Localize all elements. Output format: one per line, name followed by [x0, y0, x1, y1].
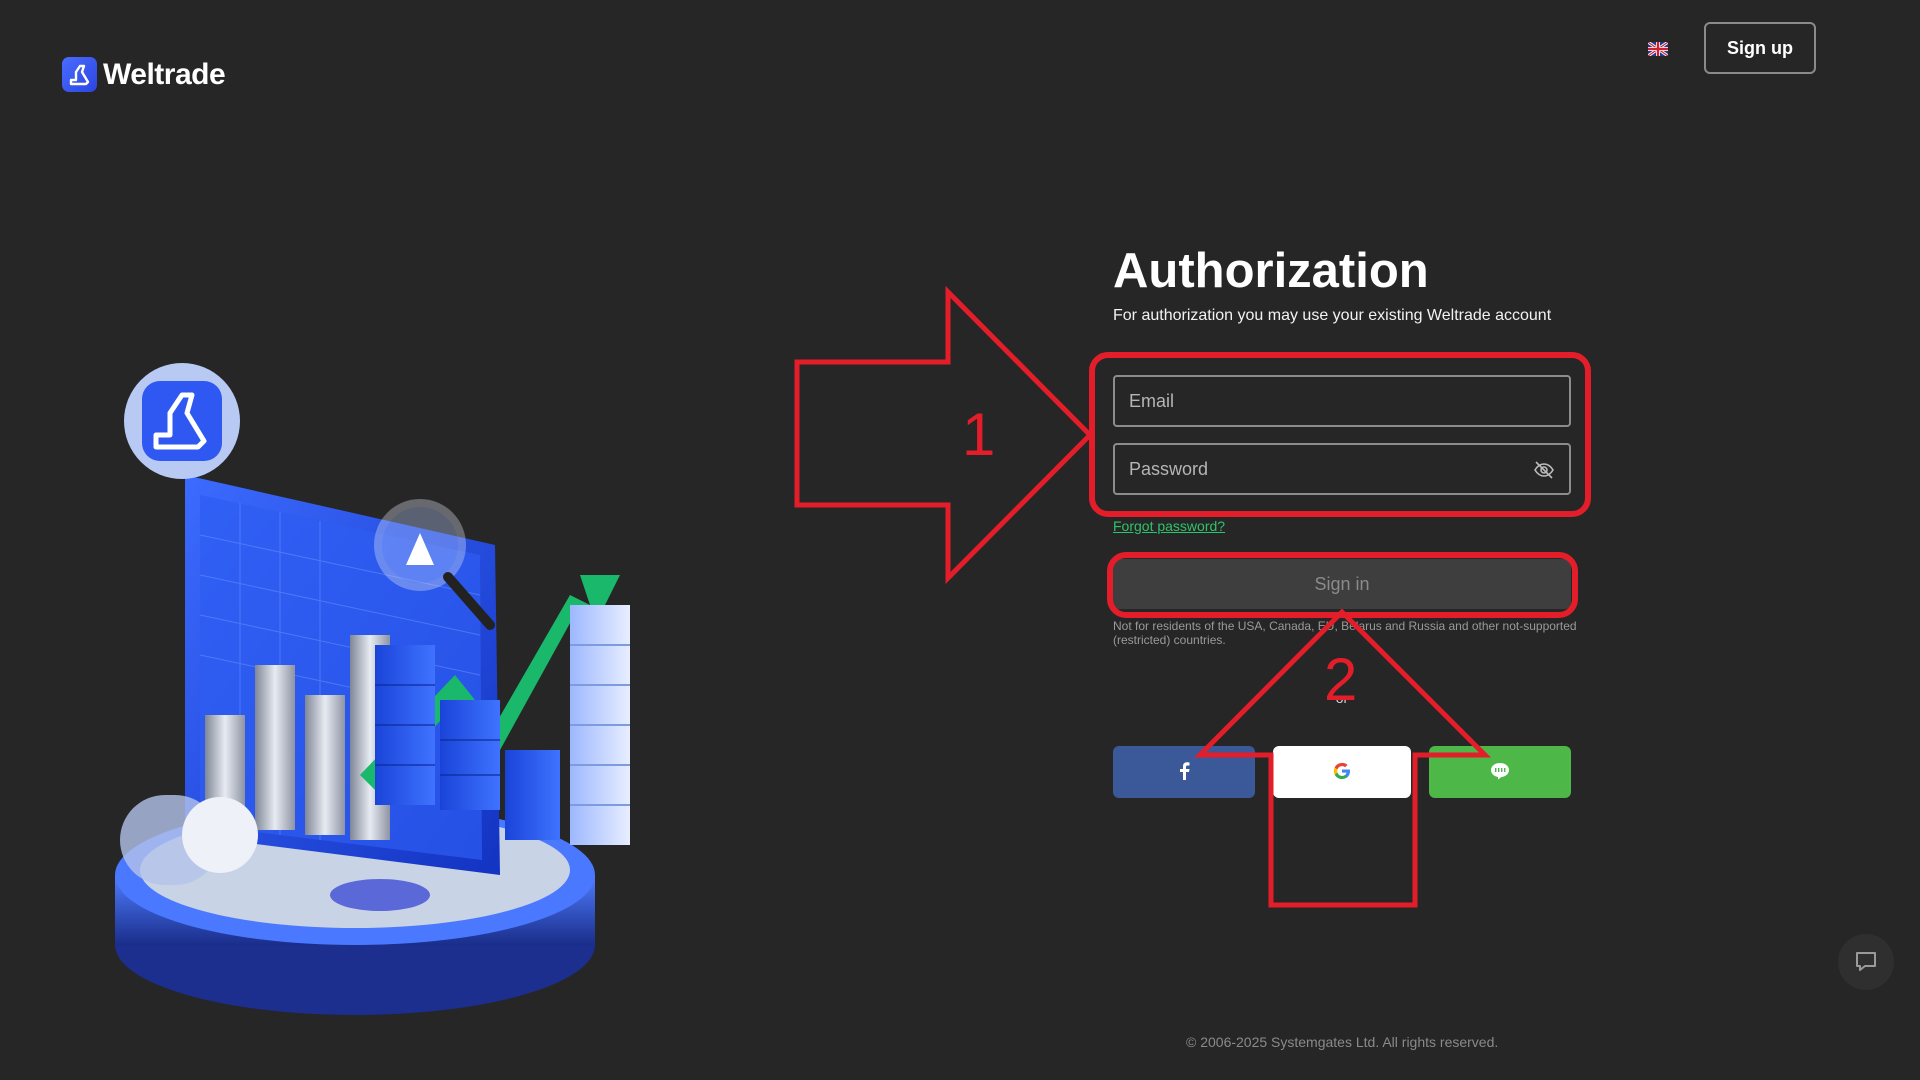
uk-flag-icon[interactable]: [1648, 42, 1668, 56]
chat-bubble-icon: [1853, 948, 1879, 977]
email-field-wrapper: [1113, 375, 1571, 427]
signup-button[interactable]: Sign up: [1704, 22, 1816, 74]
password-field-wrapper: [1113, 443, 1571, 495]
eye-off-icon[interactable]: [1533, 459, 1555, 481]
auth-subtitle: For authorization you may use your exist…: [1113, 307, 1552, 324]
google-login-button[interactable]: [1273, 746, 1411, 798]
google-icon: [1333, 762, 1351, 783]
line-login-button[interactable]: [1429, 746, 1571, 798]
hero-illustration: [110, 355, 730, 1035]
weltrade-logo-icon: [62, 57, 97, 92]
brand-logo[interactable]: Weltrade: [62, 57, 226, 92]
annotation-step-1: 1: [962, 401, 996, 468]
facebook-login-button[interactable]: [1113, 746, 1255, 798]
signin-button[interactable]: Sign in: [1113, 559, 1571, 609]
restriction-disclaimer: Not for residents of the USA, Canada, EU…: [1113, 619, 1577, 647]
brand-name: Weltrade: [103, 57, 226, 91]
copyright-text: © 2006-2025 Systemgates Ltd. All rights …: [1186, 1034, 1499, 1050]
password-field[interactable]: [1115, 445, 1569, 493]
page-title: Authorization: [1113, 244, 1429, 298]
forgot-password-link[interactable]: Forgot password?: [1113, 518, 1226, 534]
line-icon: [1490, 762, 1510, 783]
email-field[interactable]: [1115, 377, 1569, 425]
facebook-icon: [1178, 761, 1190, 783]
chat-support-button[interactable]: [1838, 934, 1894, 990]
annotation-step-2: 2: [1324, 646, 1358, 713]
